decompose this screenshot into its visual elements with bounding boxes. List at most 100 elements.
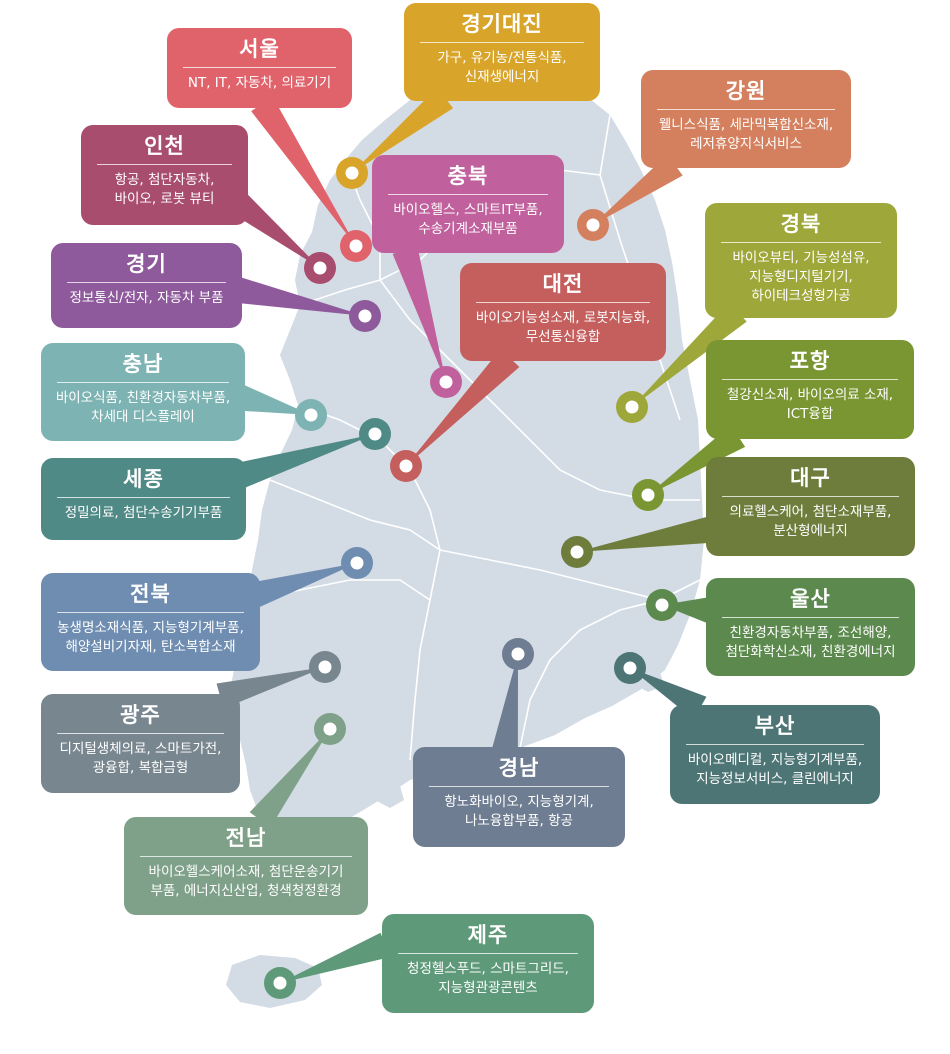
region-industries: 항공, 첨단자동차, 바이오, 로봇 뷰티 [114, 172, 215, 207]
gyeongbuk-leader [632, 302, 747, 407]
region-name: 전북 [130, 582, 171, 606]
region-industries: 디지털생체의료, 스마트가전, 광융합, 복합금형 [59, 741, 222, 776]
incheon-leader [226, 189, 320, 268]
region-industries: 농생명소재식품, 지능형기계부품, 해양설비기자재, 탄소복합소재 [57, 620, 244, 655]
region-industries: 바이오헬스, 스마트IT부품, 수송기계소재부품 [393, 202, 543, 237]
region-industries: 웰니스식품, 세라믹복합신소재, 레저휴양지식서비스 [658, 117, 834, 152]
seoul-marker-dot [349, 239, 363, 253]
gyeonggi-daejin-marker-dot [345, 166, 359, 180]
jeonnam-marker-dot [323, 722, 337, 736]
jeju-marker-dot [273, 976, 287, 990]
region-industries: 바이오메디컬, 지능형기계부품, 지능정보서비스, 클린에너지 [687, 752, 863, 787]
region-industries: 친환경자동차부품, 조선해양, 첨단화학신소재, 친환경에너지 [725, 625, 896, 660]
region-divider [686, 744, 864, 745]
region-name: 울산 [790, 587, 831, 611]
region-name: 전남 [225, 826, 267, 850]
region-name: 경기대진 [461, 12, 543, 36]
gyeonggi-leader [235, 277, 365, 316]
region-divider [97, 164, 232, 165]
region-name: 인천 [144, 134, 185, 158]
region-industries: 바이오기능성소재, 로봇지능화, 무선통신융합 [475, 310, 651, 345]
region-name: 대전 [542, 272, 584, 296]
ulsan-marker-dot [655, 598, 669, 612]
chungnam-leader [238, 385, 311, 415]
region-industries: 정밀의료, 첨단수송기기부품 [64, 505, 223, 521]
region-divider [429, 786, 609, 787]
region-divider [398, 953, 578, 954]
region-name: 경북 [780, 212, 822, 236]
incheon-marker-dot [313, 261, 327, 275]
chungbuk-marker-dot [439, 375, 453, 389]
region-name: 포항 [789, 349, 831, 373]
daejeon-marker-dot [399, 459, 413, 473]
jeonbuk-leader [251, 563, 357, 608]
region-name: 대구 [790, 466, 831, 490]
region-divider [183, 67, 336, 68]
gyeonggi-daejin-leader [352, 87, 454, 173]
gwangju-marker-dot [318, 660, 332, 674]
region-industries: 바이오뷰티, 기능성섬유, 지능형디지털기기, 하이테크성형가공 [732, 250, 870, 304]
pohang-marker-dot [641, 488, 655, 502]
gyeonggi-marker-dot [358, 309, 372, 323]
region-divider [722, 496, 899, 497]
region-divider [57, 382, 229, 383]
gyeongbuk-marker-dot [625, 400, 639, 414]
region-divider [57, 612, 244, 613]
region-name: 경기 [126, 252, 167, 276]
jeonnam-leader [249, 729, 330, 828]
region-markers [264, 157, 678, 999]
region-divider [67, 282, 226, 283]
gwangju-leader [216, 667, 325, 709]
region-divider [420, 42, 584, 43]
region-divider [721, 242, 881, 243]
region-industries: 가구, 유기농/전통식품, 신재생에너지 [437, 50, 567, 85]
region-name: 충북 [447, 164, 489, 188]
region-industries: 바이오식품, 친환경자동차부품, 차세대 디스플레이 [55, 390, 231, 425]
gyeongnam-leader [492, 654, 518, 752]
region-industries: 의료헬스케어, 첨단소재부품, 분산형에너지 [729, 504, 892, 539]
callout-leaders [216, 87, 747, 983]
daegu-marker-dot [570, 545, 584, 559]
region-divider [57, 733, 224, 734]
jeju-leader [280, 932, 390, 983]
region-divider [657, 109, 835, 110]
chungbuk-leader [392, 246, 446, 382]
gyeongnam-marker-dot [511, 647, 525, 661]
daegu-leader [577, 517, 711, 552]
region-name: 세종 [123, 467, 164, 491]
region-divider [57, 497, 230, 498]
region-name: 경남 [498, 756, 540, 780]
region-industries: 항노화바이오, 지능형기계, 나노융합부품, 항공 [444, 794, 594, 829]
gangwon-leader [593, 154, 683, 225]
sejong-marker-dot [368, 427, 382, 441]
region-divider [722, 379, 898, 380]
region-divider [722, 617, 899, 618]
region-industries: 청정헬스푸드, 스마트그리드, 지능형관광콘텐츠 [407, 961, 569, 996]
busan-marker-dot [623, 661, 637, 675]
region-name: 부산 [754, 714, 796, 738]
region-industries: 정보통신/전자, 자동차 부품 [69, 290, 224, 306]
region-name: 제주 [467, 923, 509, 947]
sejong-leader [238, 434, 375, 488]
pohang-leader [648, 425, 746, 495]
region-divider [140, 856, 352, 857]
region-industries: 바이오헬스케어소재, 첨단운송기기 부품, 에너지신산업, 청색청정환경 [148, 864, 344, 899]
gangwon-marker-dot [586, 218, 600, 232]
